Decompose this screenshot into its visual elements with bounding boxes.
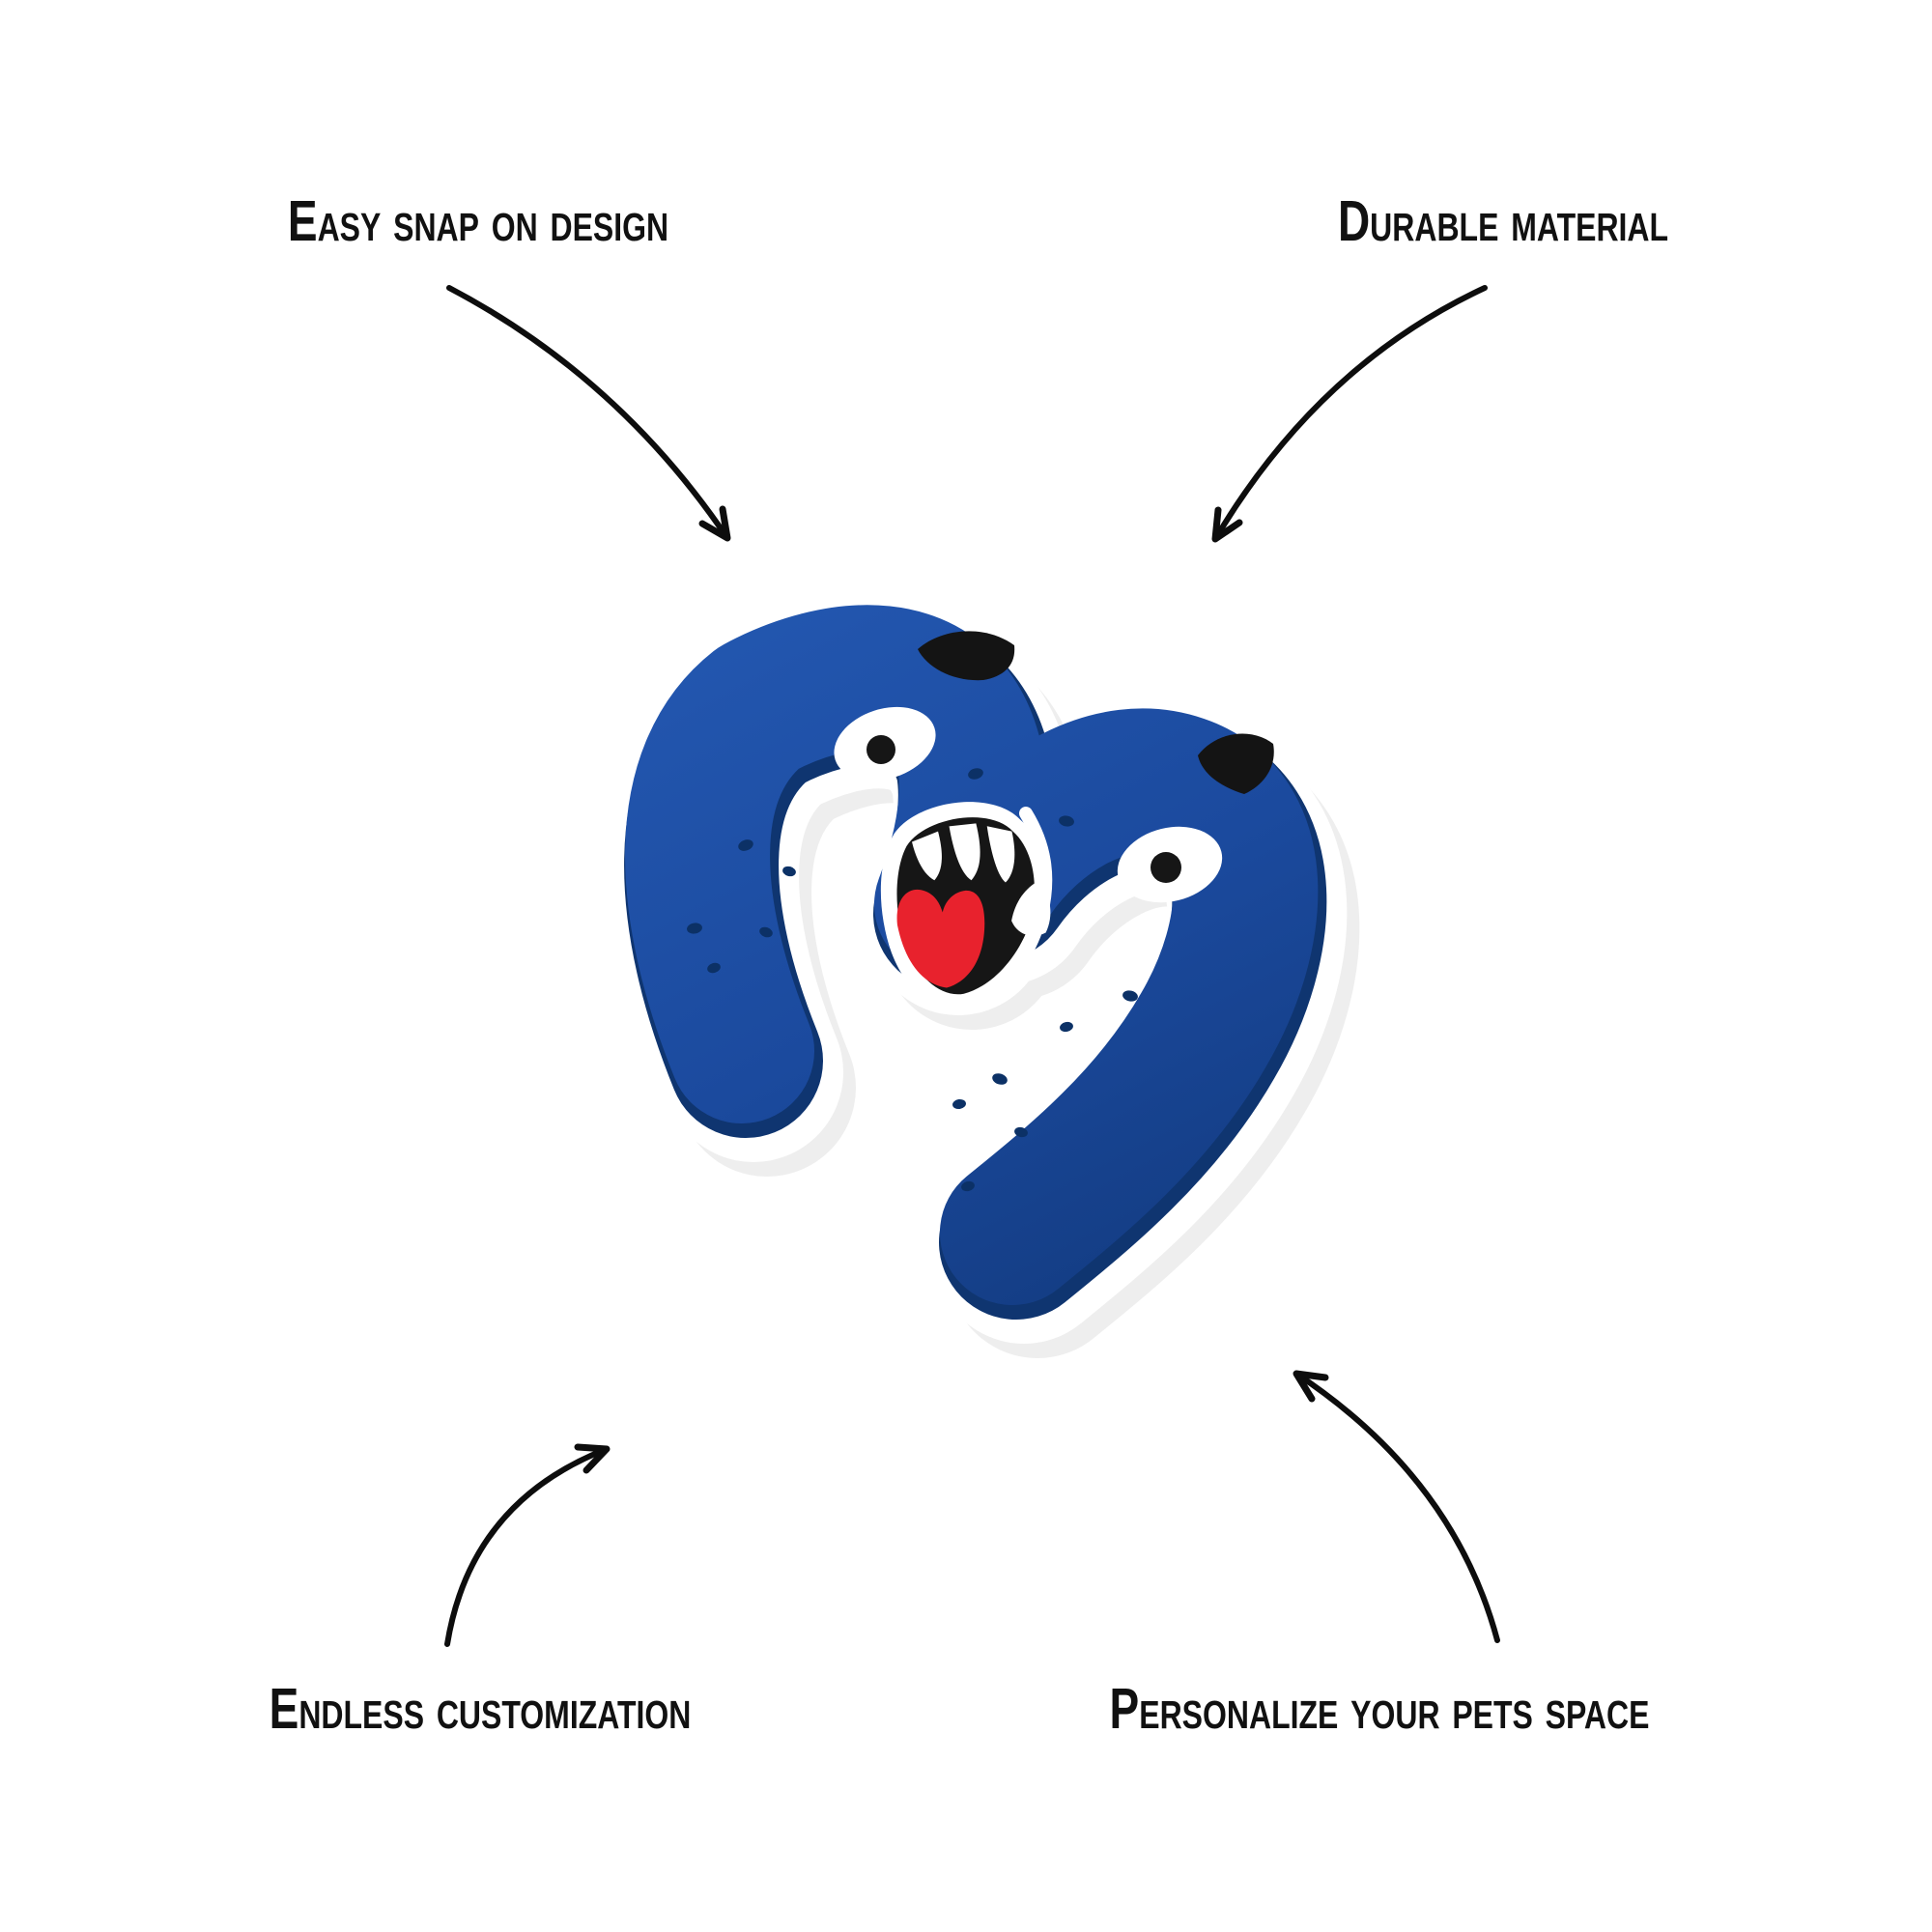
speckle-holes [687,768,1138,1192]
arrow-bottom-left [444,1443,611,1647]
feature-label-durable-material: Durable material [1337,189,1669,253]
arrow-top-right-curve [1212,285,1488,542]
arrows [444,285,1500,1647]
arrow-top-right-head [1211,506,1243,543]
speckle [992,1073,1008,1085]
arrow-top-left-curve [446,285,730,541]
arrow-bottom-right-curve [1293,1371,1500,1643]
speckle [1122,990,1138,1002]
arrow-bottom-right [1293,1370,1500,1643]
right-eye-pupil [1151,852,1181,883]
body-right-arch [918,708,1319,1305]
feature-label-endless-customization: Endless customization [269,1677,692,1741]
feature-label-easy-snap-on-design: Easy snap on design [287,189,669,253]
speckle [952,1098,966,1110]
right-eyebrow [1198,733,1274,794]
left-eyebrow [918,631,1015,681]
product-charm [619,605,1360,1358]
right-eye [1117,826,1223,903]
left-eye [834,706,936,781]
arrow-bottom-left-head [574,1443,611,1474]
tongue [896,889,985,988]
speckle [738,839,753,851]
speckle [759,926,773,938]
speckle [707,962,721,974]
speckle [1014,1126,1028,1138]
speckle [687,923,702,934]
fang [1011,880,1051,936]
arrow-top-right [1211,285,1488,543]
arrow-top-left-head [698,505,731,542]
speckle [1059,815,1074,827]
arrow-bottom-left-curve [444,1446,610,1647]
arrow-top-left [446,285,731,542]
speckle [1060,1021,1073,1033]
left-eye-pupil [867,735,895,764]
speckle [961,1180,975,1192]
tooth-left [912,831,942,881]
tooth-right [986,826,1015,883]
feature-label-personalize-your-pets-space: Personalize your pets space [1109,1677,1650,1741]
speckle [968,768,983,780]
speckle [782,866,796,877]
tooth-middle [949,823,980,881]
mouth [880,802,1051,1012]
arrow-bottom-right-head [1293,1370,1329,1403]
